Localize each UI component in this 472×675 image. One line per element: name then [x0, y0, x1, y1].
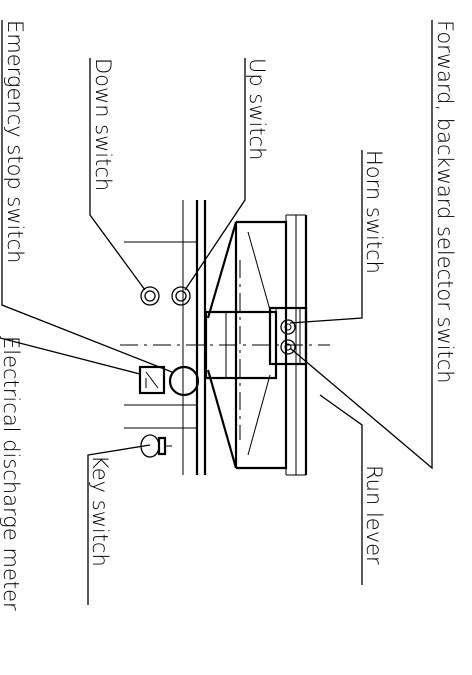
label-electrical-discharge-meter-text: Electrical discharge meter [0, 336, 23, 611]
label-run-lever-text: Run lever [362, 465, 386, 565]
label-up-switch-text: Up switch [245, 58, 269, 160]
label-forward-backward-text: Forward, backward selector switch [433, 20, 457, 384]
label-horn-switch: Horn switch [362, 150, 386, 274]
key-switch-icon [140, 434, 172, 458]
label-key-switch-text: Key switch [88, 455, 112, 567]
up-switch-icon [171, 286, 191, 306]
label-key-switch: Key switch [88, 455, 112, 567]
leader-down-switch [89, 58, 146, 291]
label-run-lever: Run lever [362, 465, 386, 565]
discharge-meter-icon [138, 365, 166, 395]
leader-run-lever [319, 394, 363, 585]
emergency-stop-icon [168, 365, 200, 397]
label-emergency-stop-text: Emergency stop switch [3, 20, 27, 263]
leader-emergency-stop [1, 20, 173, 373]
leader-forward-backward [289, 20, 433, 470]
leader-key-switch [87, 444, 151, 605]
label-down-switch: Down switch [91, 58, 115, 191]
leader-discharge-meter [0, 336, 141, 375]
down-switch-icon [140, 286, 160, 306]
frame-lines [124, 200, 207, 475]
label-forward-backward: Forward, backward selector switch [433, 20, 457, 384]
label-horn-switch-text: Horn switch [362, 150, 386, 274]
selector-switch-icon [280, 339, 296, 355]
label-down-switch-text: Down switch [91, 58, 115, 191]
horn-switch-icon [280, 319, 296, 335]
label-up-switch: Up switch [245, 58, 269, 160]
leader-horn-switch [289, 150, 363, 324]
label-emergency-stop: Emergency stop switch [3, 20, 27, 263]
label-electrical-discharge-meter: Electrical discharge meter [0, 336, 23, 611]
